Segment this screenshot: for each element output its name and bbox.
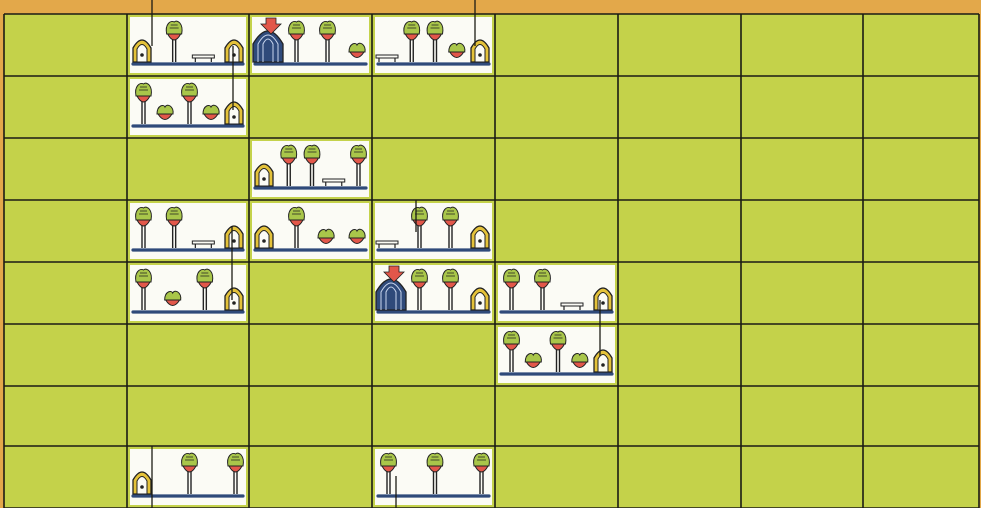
grid-tile[interactable] bbox=[863, 138, 979, 200]
grid-tile[interactable] bbox=[741, 76, 863, 138]
grid-tile[interactable] bbox=[372, 386, 495, 446]
grid-tile[interactable] bbox=[618, 138, 741, 200]
room-card[interactable] bbox=[130, 203, 246, 259]
grid-tile[interactable] bbox=[618, 76, 741, 138]
grid-tile[interactable] bbox=[741, 324, 863, 386]
grid-tile[interactable] bbox=[4, 14, 127, 76]
grid-tile[interactable] bbox=[4, 138, 127, 200]
room-card[interactable] bbox=[375, 203, 492, 259]
grid-tile[interactable] bbox=[618, 262, 741, 324]
grid-tile[interactable] bbox=[741, 14, 863, 76]
arch-door-icon bbox=[471, 226, 489, 248]
grid-tile[interactable] bbox=[495, 446, 618, 508]
arch-door-icon bbox=[225, 102, 243, 124]
grid-tile[interactable] bbox=[4, 200, 127, 262]
grid-tile[interactable] bbox=[863, 200, 979, 262]
room-card[interactable] bbox=[375, 265, 492, 321]
grid-tile[interactable] bbox=[127, 324, 249, 386]
room-card[interactable] bbox=[252, 203, 369, 259]
room-card[interactable] bbox=[130, 265, 246, 321]
grid-tile[interactable] bbox=[741, 386, 863, 446]
grid-tile[interactable] bbox=[618, 446, 741, 508]
grid-tile[interactable] bbox=[495, 138, 618, 200]
grid-tile[interactable] bbox=[4, 324, 127, 386]
grid-tile[interactable] bbox=[4, 76, 127, 138]
grid-tile[interactable] bbox=[618, 324, 741, 386]
arch-door-icon bbox=[225, 288, 243, 310]
grid-tile[interactable] bbox=[127, 138, 249, 200]
grid-tile[interactable] bbox=[618, 386, 741, 446]
grid-tile[interactable] bbox=[863, 324, 979, 386]
grid-tile[interactable] bbox=[372, 138, 495, 200]
room-card[interactable] bbox=[130, 17, 246, 73]
grid-tile[interactable] bbox=[618, 14, 741, 76]
grid-tile[interactable] bbox=[4, 386, 127, 446]
arch-door-icon bbox=[225, 226, 243, 248]
arch-door-icon bbox=[133, 40, 151, 62]
grid-tile[interactable] bbox=[4, 262, 127, 324]
grid-tile[interactable] bbox=[863, 262, 979, 324]
grid-tile[interactable] bbox=[495, 14, 618, 76]
grid-tile[interactable] bbox=[249, 76, 372, 138]
grid-tile[interactable] bbox=[741, 138, 863, 200]
arch-door-icon bbox=[594, 350, 612, 372]
arch-door-icon bbox=[255, 226, 273, 248]
grid-tile[interactable] bbox=[741, 446, 863, 508]
grid-tile[interactable] bbox=[249, 262, 372, 324]
room-card[interactable] bbox=[498, 265, 615, 321]
grid-tile[interactable] bbox=[495, 386, 618, 446]
grid-tile[interactable] bbox=[741, 200, 863, 262]
arch-door-icon bbox=[594, 288, 612, 310]
room-card[interactable] bbox=[498, 327, 615, 383]
arch-door-icon bbox=[225, 40, 243, 62]
room-card[interactable] bbox=[252, 141, 369, 197]
grid-tile[interactable] bbox=[4, 446, 127, 508]
grid-tile[interactable] bbox=[249, 446, 372, 508]
arch-door-icon bbox=[255, 164, 273, 186]
arch-door-icon bbox=[133, 472, 151, 494]
grid-tile[interactable] bbox=[741, 262, 863, 324]
grid-tile[interactable] bbox=[495, 200, 618, 262]
room-card[interactable] bbox=[252, 17, 369, 73]
room-card[interactable] bbox=[130, 79, 246, 135]
grid-tile[interactable] bbox=[249, 324, 372, 386]
grid-tile[interactable] bbox=[372, 324, 495, 386]
grid-tile[interactable] bbox=[863, 76, 979, 138]
grid-tile[interactable] bbox=[127, 386, 249, 446]
room-card[interactable] bbox=[375, 449, 492, 505]
grid-tile[interactable] bbox=[495, 76, 618, 138]
arch-door-icon bbox=[471, 40, 489, 62]
room-card[interactable] bbox=[130, 449, 246, 505]
arch-door-icon bbox=[471, 288, 489, 310]
grid-tile[interactable] bbox=[863, 386, 979, 446]
grid-tile[interactable] bbox=[372, 76, 495, 138]
grid-tile[interactable] bbox=[618, 200, 741, 262]
grid-tile[interactable] bbox=[863, 446, 979, 508]
grid-tile[interactable] bbox=[249, 386, 372, 446]
grid-tile[interactable] bbox=[863, 14, 979, 76]
